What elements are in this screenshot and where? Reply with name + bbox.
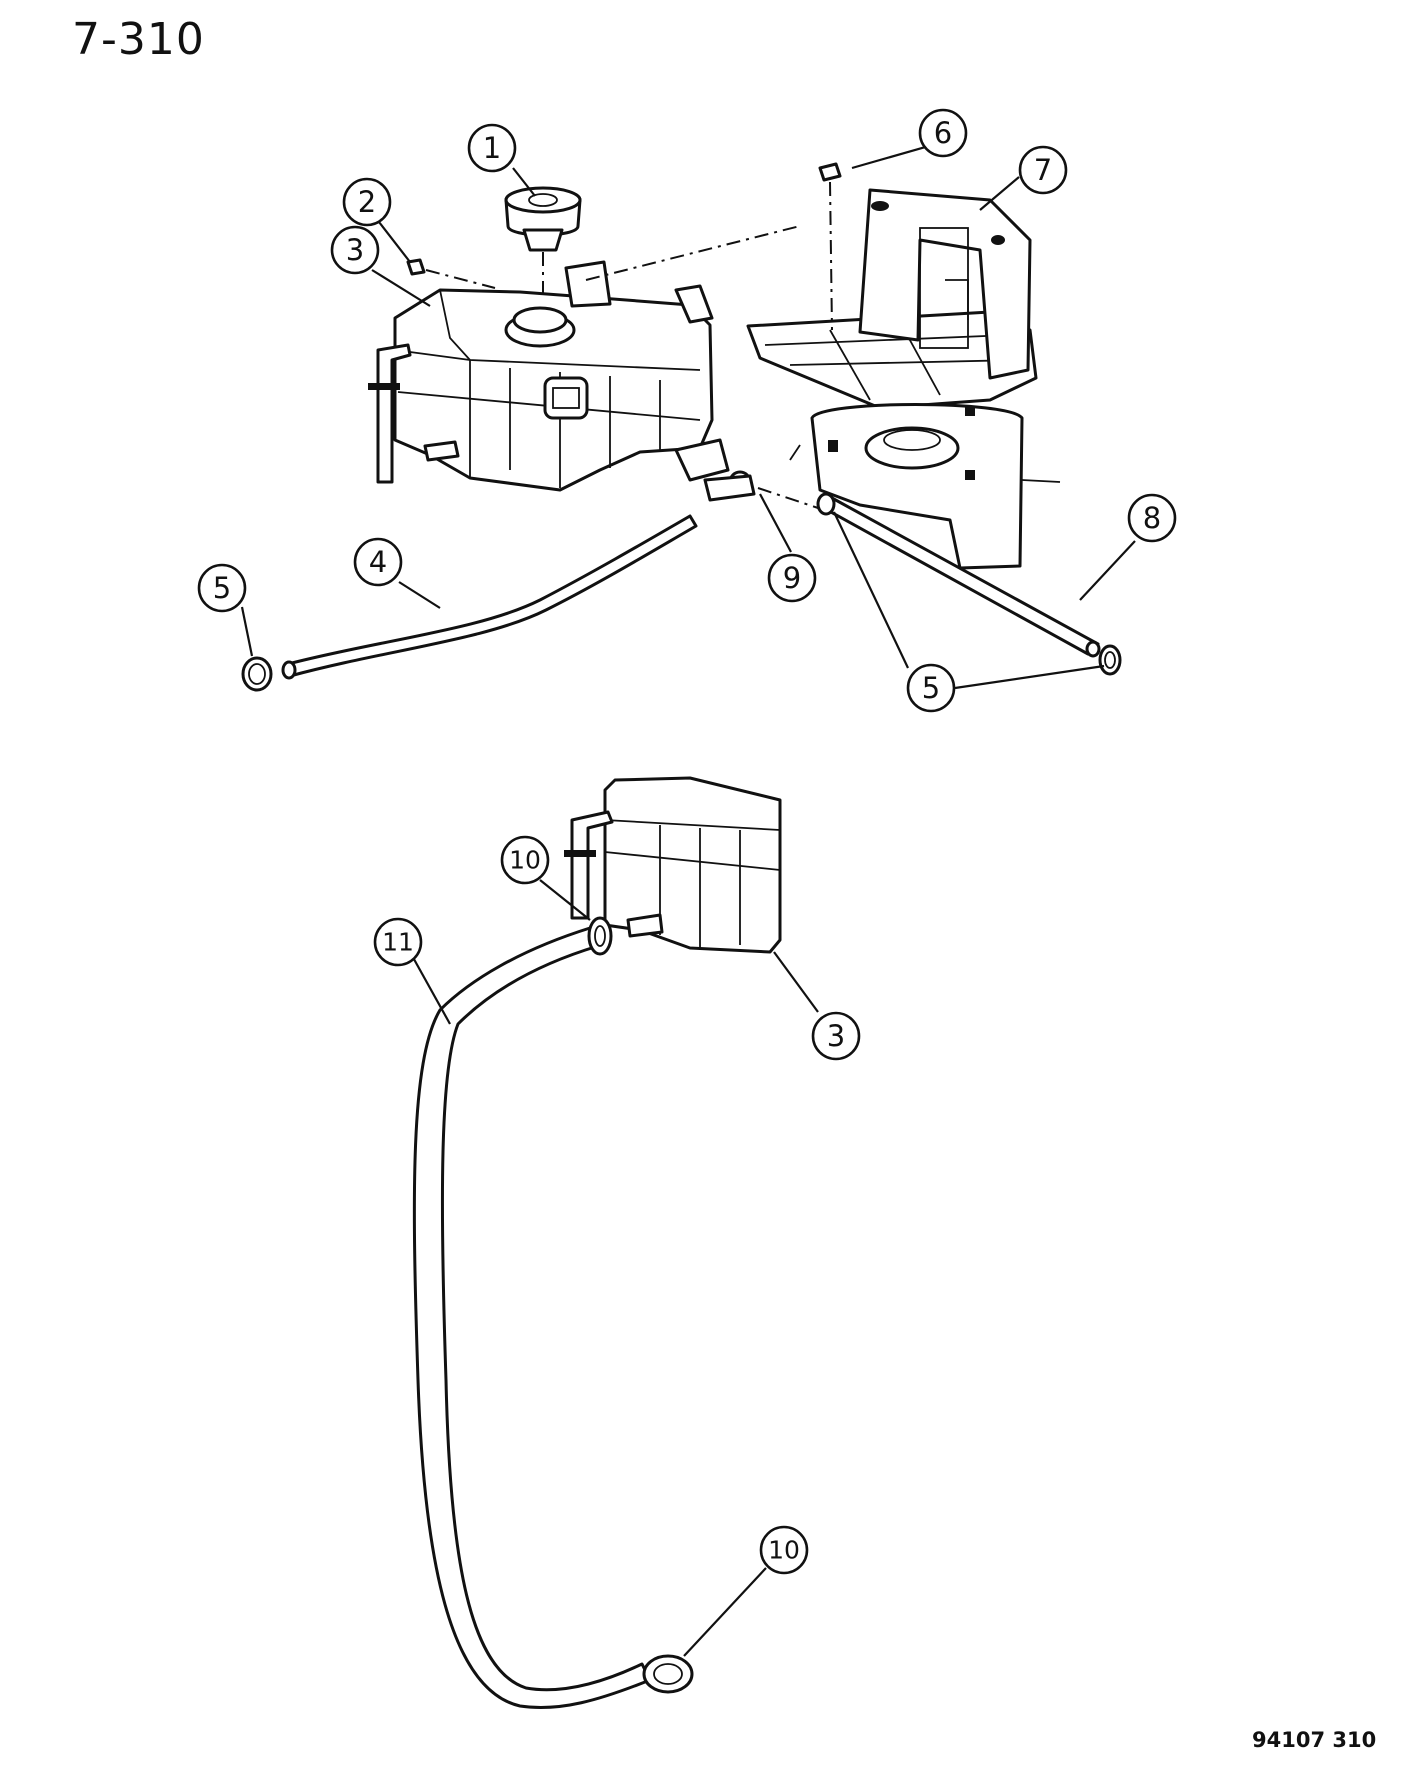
svg-text:1: 1 <box>483 131 501 165</box>
svg-text:7: 7 <box>1034 153 1052 187</box>
svg-text:5: 5 <box>922 671 940 705</box>
tank-nut <box>406 258 496 289</box>
svg-text:6: 6 <box>934 116 952 150</box>
vent-hose <box>816 492 1101 658</box>
callout-4: 4 <box>353 537 403 587</box>
svg-text:10: 10 <box>768 1536 800 1565</box>
callout-8: 8 <box>1127 493 1177 543</box>
callout-6: 6 <box>918 108 968 158</box>
pressure-cap <box>504 186 582 300</box>
svg-text:8: 8 <box>1143 501 1161 535</box>
callout-11: 11 <box>373 917 423 967</box>
hose-clamp-upper <box>587 916 613 956</box>
svg-text:5: 5 <box>213 571 231 605</box>
svg-text:9: 9 <box>783 561 801 595</box>
callout-3: 3 <box>330 225 380 275</box>
hose-clamp-left <box>241 656 273 692</box>
hose-clamp-right <box>1098 644 1122 676</box>
callout-5-left: 5 <box>197 563 247 613</box>
svg-text:10: 10 <box>509 846 541 875</box>
callout-5-right: 5 <box>906 663 956 713</box>
radiator-hose <box>412 926 652 1710</box>
callout-2: 2 <box>342 177 392 227</box>
page-title: 7-310 <box>72 14 205 65</box>
svg-text:3: 3 <box>827 1019 845 1053</box>
svg-text:2: 2 <box>358 185 376 219</box>
callout-7: 7 <box>1018 145 1068 195</box>
callout-1: 1 <box>467 123 517 173</box>
hose-fitting <box>703 474 819 509</box>
coolant-reservoir-tank-lower <box>564 776 782 954</box>
svg-text:3: 3 <box>346 233 364 267</box>
bracket-bolt <box>818 162 842 331</box>
leader-lines-bottom <box>409 879 819 1657</box>
coolant-reservoir-tank <box>368 260 752 494</box>
figure-code: 94107 310 <box>1252 1728 1377 1752</box>
callout-3-lower: 3 <box>811 1011 861 1061</box>
svg-text:4: 4 <box>369 545 387 579</box>
reservoir-bracket <box>585 188 1038 410</box>
mounting-cylinder <box>789 403 1061 570</box>
overflow-hose <box>281 514 698 680</box>
svg-text:11: 11 <box>382 928 414 957</box>
callout-10-upper: 10 <box>500 835 550 885</box>
hose-clamp-lower <box>642 1654 694 1694</box>
callout-9: 9 <box>767 553 817 603</box>
callout-10-lower: 10 <box>759 1525 809 1575</box>
leader-lines-top <box>240 134 1136 690</box>
